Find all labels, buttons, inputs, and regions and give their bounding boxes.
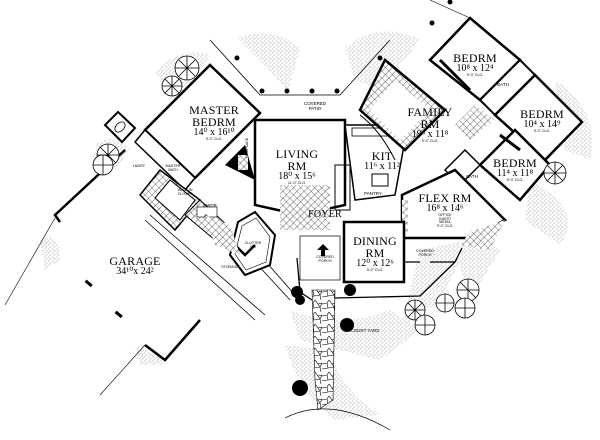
foyer-label: FOYER: [308, 209, 342, 220]
label-line: MASTER: [165, 164, 181, 168]
ceiling-height: 9'-0" CLG.: [533, 129, 551, 133]
shrub-icons: [291, 284, 356, 396]
bedroom-3-label: BEDRM 11⁴ x 11⁸ 9'-0" CLG.: [485, 157, 545, 183]
master-bath-label: MASTER BATH: [158, 164, 188, 172]
flex-room-label: FLEX RM 16⁸ x 14⁶ OFFICE GUEST MEDIA 9'-…: [410, 192, 480, 228]
ceiling-height: 9'-0" CLG.: [506, 178, 524, 182]
living-room-label: LIVING RM 18⁰ x 15⁶ 11'-0" CLG.: [267, 148, 327, 186]
room-name: RM: [287, 159, 307, 173]
ceiling-height: 9'-0" CLG.: [205, 137, 223, 141]
family-room-structure: [358, 58, 447, 161]
room-dimensions: 11⁴ x 11⁸: [496, 168, 534, 179]
bedroom-2-label: BEDRM 10⁴ x 14⁹ 9'-0" CLG.: [512, 108, 572, 134]
label-line: RM: [250, 244, 256, 249]
room-dimensions: 14⁰ x 16¹⁰: [193, 127, 235, 138]
room-name: DINING: [353, 234, 397, 248]
walk-in-closet-label: WALK-IN CLOSET: [170, 188, 200, 196]
living-room-structure: [225, 118, 351, 230]
room-dimensions: 10⁸ x 12⁴: [456, 63, 494, 74]
room-use: OFFICE: [438, 213, 452, 217]
room-name: KIT: [371, 149, 393, 163]
dining-room-structure: [299, 220, 455, 284]
covered-patio-structure: [209, 39, 391, 96]
fireplace-label: FIREPLACE: [245, 137, 250, 158]
kitchen-structure: [344, 124, 406, 201]
label-line: COVERED: [416, 249, 434, 253]
covered-patio-label: COVERED PATIO: [300, 101, 330, 111]
room-name: RM: [420, 117, 440, 131]
room-dimensions: 18⁰ x 15⁶: [278, 171, 316, 182]
court-yard-label: COURT YARD: [350, 328, 380, 333]
ceiling-height: 9'-0" CLG.: [421, 139, 439, 143]
master-bedroom-label: MASTER BEDRM 14⁰ x 16¹⁰ 9'-0" CLG.: [178, 104, 250, 142]
room-name: BEDRM: [192, 115, 236, 129]
pantry-label: PANTRY: [364, 191, 382, 196]
ceiling-height: 11'-0" CLG.: [287, 181, 307, 185]
label-line: CLOSET: [177, 191, 193, 196]
ceiling-height: 9'-0" CLG.: [466, 73, 484, 77]
room-name: BEDRM: [453, 51, 497, 65]
room-dimensions: 19⁶ x 11⁸: [411, 129, 449, 140]
dining-room-label: DINING RM 12⁰ x 12⁶ 9'-0" CLG.: [347, 235, 403, 273]
room-use: GUEST: [438, 216, 452, 221]
room-name: RM: [365, 246, 385, 260]
bath-1-label: BATH: [497, 82, 509, 87]
room-name: FAMILY: [407, 105, 453, 119]
label-line: PORCH: [418, 252, 432, 257]
tree-icons: [92, 55, 567, 336]
label-line: BATH: [168, 167, 178, 172]
stone-walkway: [311, 289, 336, 411]
family-room-label: FAMILY RM 19⁶ x 11⁸ 9'-0" CLG.: [400, 106, 460, 144]
label-line: COVERED: [303, 101, 327, 106]
storage-label: STORAGE: [221, 265, 239, 269]
covered-porch-right-label: COVERED PORCH: [410, 249, 440, 257]
room-name: BEDRM: [520, 107, 564, 121]
room-use: MEDIA: [439, 220, 451, 225]
bedroom-1-label: BEDRM 10⁸ x 12⁴ 9'-0" CLG.: [445, 52, 505, 78]
label-line: WALK-IN: [177, 188, 193, 192]
clutter-room-structure: [204, 210, 277, 277]
label-line: COVERED: [316, 255, 334, 259]
room-name: FLEX RM: [418, 191, 472, 205]
covered-porch-label: COVERED PORCH: [310, 255, 340, 263]
room-dimensions: 16⁸ x 14⁶: [426, 203, 464, 214]
room-name: GARAGE: [109, 254, 161, 268]
label-line: PATIO: [308, 105, 322, 111]
room-name: MASTER: [189, 103, 239, 117]
room-dimensions: 10⁴ x 14⁹: [523, 119, 561, 130]
room-name: LIVING: [275, 147, 319, 161]
bedroom-wing: [428, 0, 584, 202]
room-dimensions: 12⁰ x 12⁶: [356, 258, 394, 269]
ceiling-height: 9'-0" CLG.: [436, 223, 454, 228]
label-line: PORCH: [318, 258, 332, 263]
room-dimensions: 34¹⁰x 24²: [116, 266, 154, 277]
ceiling-height: 9'-0" CLG.: [366, 268, 384, 272]
kitchen-label: KIT 11⁶ x 11²: [362, 150, 402, 172]
label-line: CLUTTER: [244, 241, 262, 245]
bath-2-label: BATH: [466, 174, 478, 179]
powder-label: PWDR: [203, 203, 217, 208]
garage-label: GARAGE 34¹⁰x 24²: [95, 255, 175, 277]
laundry-label: LNDRY: [132, 164, 146, 168]
room-dimensions: 11⁶ x 11²: [364, 161, 400, 172]
clutter-room-label: CLUTTER RM: [238, 241, 268, 249]
master-wing: [103, 63, 262, 241]
room-name: BEDRM: [493, 156, 537, 170]
